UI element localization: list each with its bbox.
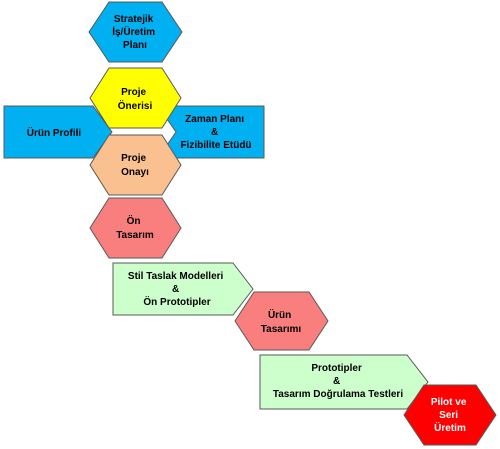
- node-zaman-plani-line-1: Zaman Planı: [185, 114, 244, 125]
- svg-text:Stil Taslak Modelleri &: Stil Taslak Modelleri & Ön Prototipler: [128, 271, 226, 308]
- node-pilot-seri-uretim-line-3: Üretim: [434, 421, 466, 434]
- node-stil-taslak-line-3: Ön Prototipler: [143, 295, 210, 308]
- node-on-tasarim-line-1: Ön: [127, 214, 141, 227]
- node-urun-profili-line-1: Ürün Profili: [27, 126, 82, 139]
- node-prototipler-line-2: &: [333, 376, 340, 387]
- node-zaman-plani-line-2: &: [211, 127, 218, 138]
- node-urun-tasarimi: Ürün Tasarımı: [234, 291, 329, 351]
- node-pilot-seri-uretim: Pilot ve Seri Üretim: [403, 384, 497, 446]
- node-stil-taslak-line-2: &: [172, 284, 179, 295]
- node-stil-taslak-shape: [112, 262, 254, 316]
- svg-text:Ürün Profili: Ürün Profili: [27, 126, 82, 139]
- node-proje-onayi-line-2: Onayı: [121, 167, 149, 178]
- node-stil-taslak-line-1: Stil Taslak Modelleri: [128, 271, 224, 282]
- svg-text:Prototipler & Tasa: Prototipler & Tasarım Doğrulama Testleri: [273, 363, 403, 400]
- node-proje-onerisi-line-2: Önerisi: [118, 99, 153, 112]
- node-urun-tasarimi-line-2: Tasarımı: [261, 324, 302, 335]
- node-stratejik-plan-shape: [88, 1, 183, 63]
- svg-text:Zaman Planı & Fizi: Zaman Planı & Fizibilite Etüdü: [180, 114, 251, 151]
- node-on-tasarim-shape: [89, 197, 182, 259]
- node-stratejik-plan-line-1: Stratejik: [114, 14, 154, 25]
- node-proje-onayi-shape: [89, 134, 182, 196]
- node-pilot-seri-uretim-shape: [403, 384, 497, 446]
- node-urun-tasarimi-line-1: Ürün: [268, 308, 291, 321]
- node-proje-onerisi-shape: [89, 67, 182, 129]
- node-stratejik-plan-line-2: İş/Üretim: [112, 25, 155, 38]
- svg-text:Ürün Tasarımı: Ürün Tasarımı: [261, 308, 302, 335]
- svg-text:Ön Tasarım: Ön Tasarım: [116, 214, 154, 241]
- node-urun-tasarimi-shape: [234, 291, 329, 351]
- node-prototipler-line-3: Tasarım Doğrulama Testleri: [273, 389, 403, 400]
- svg-text:Proje Onayı: Proje Onayı: [121, 153, 149, 178]
- node-pilot-seri-uretim-line-1: Pilot ve: [431, 397, 467, 408]
- node-stratejik-plan: Stratejik İş/Üretim Planı: [88, 1, 183, 63]
- svg-text:Proje Önerisi: Proje Önerisi: [118, 87, 153, 112]
- node-on-tasarim-line-2: Tasarım: [116, 230, 154, 241]
- node-pilot-seri-uretim-line-2: Seri: [439, 410, 458, 421]
- node-on-tasarim: Ön Tasarım: [89, 197, 182, 259]
- node-urun-profili: Ürün Profili: [3, 105, 113, 159]
- node-prototipler-line-1: Prototipler: [311, 363, 362, 374]
- svg-text:Pilot ve Seri Üret: Pilot ve Seri Üretim: [431, 397, 469, 434]
- node-proje-onerisi-line-1: Proje: [121, 87, 146, 98]
- node-proje-onerisi: Proje Önerisi: [89, 67, 182, 129]
- node-zaman-plani-line-3: Fizibilite Etüdü: [180, 140, 251, 151]
- node-stratejik-plan-line-3: Planı: [123, 40, 147, 51]
- node-proje-onayi: Proje Onayı: [89, 134, 182, 196]
- node-stil-taslak: Stil Taslak Modelleri & Ön Prototipler: [112, 262, 254, 316]
- node-prototipler: Prototipler & Tasarım Doğrulama Testleri: [259, 354, 429, 410]
- node-zaman-plani-shape: [157, 105, 265, 159]
- node-proje-onayi-line-1: Proje: [121, 153, 146, 164]
- svg-text:Stratejik İş/Üretim: Stratejik İş/Üretim Planı: [112, 14, 158, 51]
- node-zaman-plani: Zaman Planı & Fizibilite Etüdü: [157, 105, 265, 159]
